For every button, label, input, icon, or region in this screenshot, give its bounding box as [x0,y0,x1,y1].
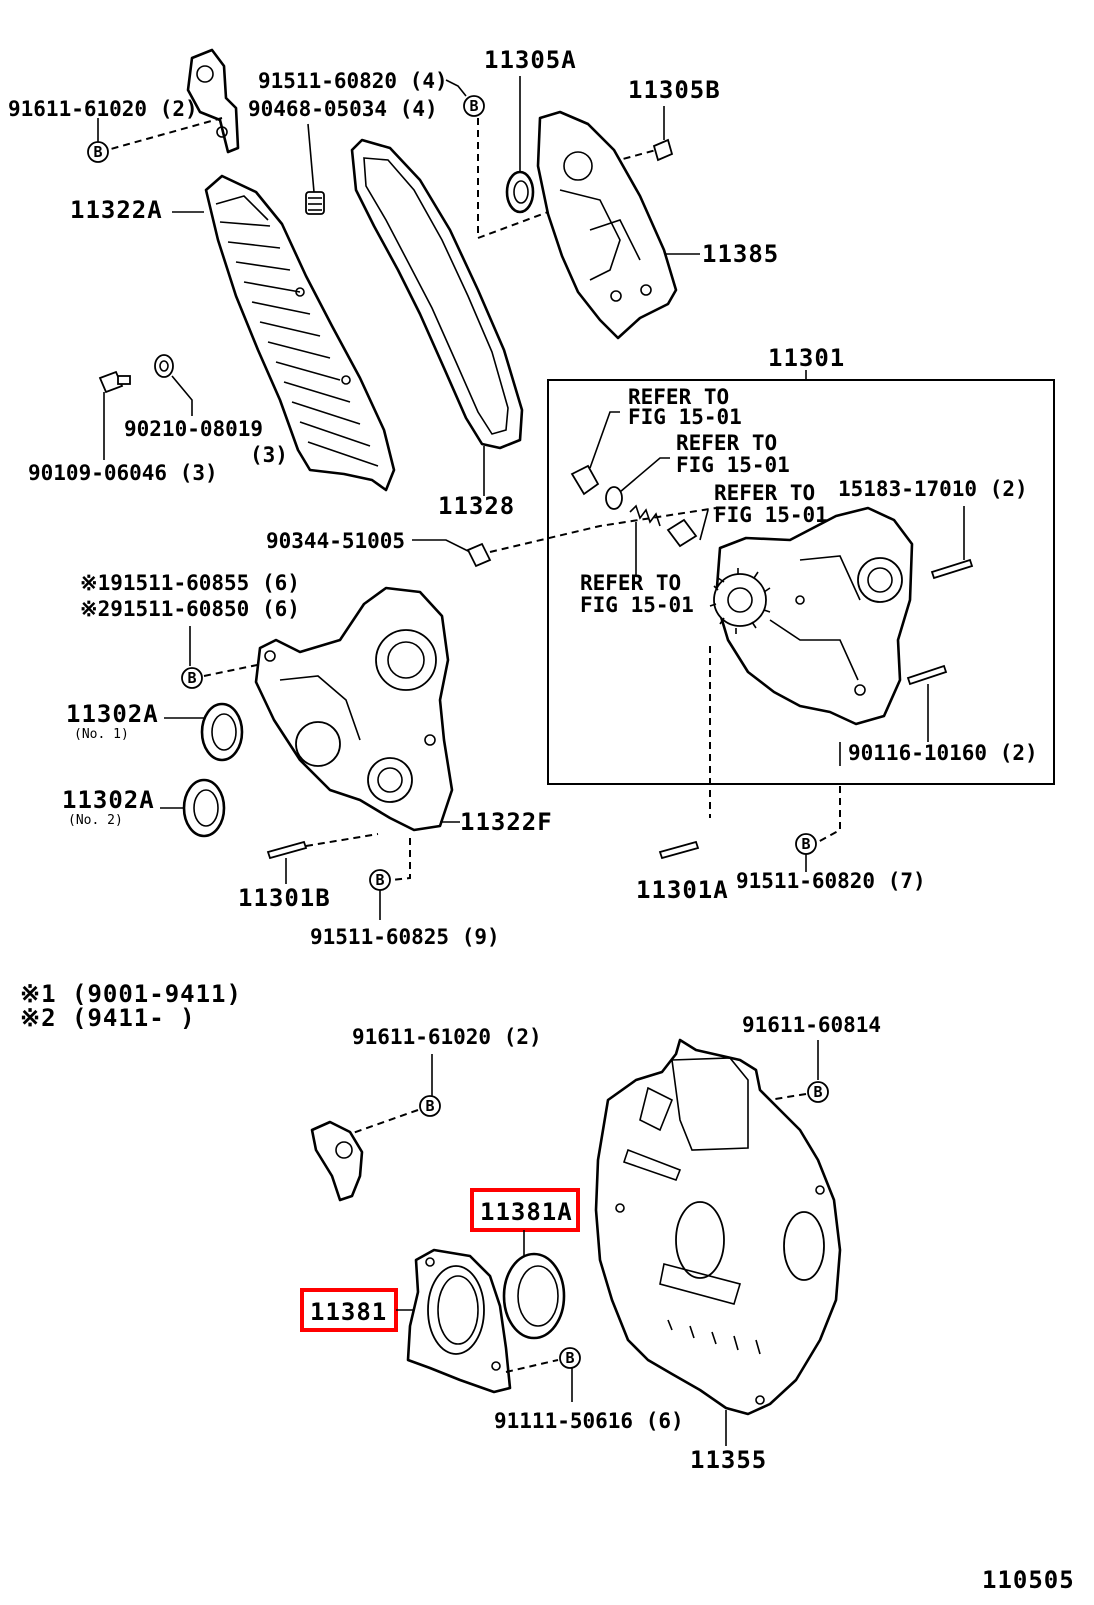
bolt-b-7: B [807,1081,829,1103]
label-90109-06046: 90109-06046 (3) [28,461,218,485]
label-11302A-2-note: (No. 2) [68,813,123,828]
label-11305B: 11305B [628,76,721,104]
bolt-b-3: B [181,667,203,689]
note-2: ※2 (9411- ) [20,1004,196,1032]
label-90210-08019: 90210-08019 [124,417,263,441]
label-refer-4b: FIG 15-01 [580,593,694,617]
end-plate-11355 [594,1038,842,1416]
label-91511-60820-7: 91511-60820 (7) [736,869,926,893]
bolt-90109 [98,370,131,394]
relief-valve-spring [629,504,661,527]
label-91511-60855: ※191511-60855 (6) [80,571,300,595]
label-91511-60850: ※291511-60850 (6) [80,597,300,621]
label-11328: 11328 [438,492,515,520]
pin-11301B [266,840,308,860]
assembly-box-11301 [547,379,1055,785]
label-90210-qty: (3) [250,443,288,467]
bolt-b-8: B [559,1347,581,1369]
label-11322F: 11322F [460,808,553,836]
label-90116-10160: 90116-10160 (2) [848,741,1038,765]
oil-seal-11381A [502,1252,566,1340]
label-91611-61020-bottom: 91611-61020 (2) [352,1025,542,1049]
svg-text:B: B [469,97,478,115]
label-91611-61020-top: 91611-61020 (2) [8,97,198,121]
label-11301A: 11301A [636,876,729,904]
pin-11301A [658,840,700,860]
oil-seal-11302A-1 [200,702,244,762]
timing-cover-11322A [204,174,396,492]
label-11302A-1: 11302A [66,700,159,728]
dash-bracket-top [99,117,223,153]
washer-90210 [154,354,174,378]
stud-upper [930,558,974,580]
timing-cover-11322F [254,586,454,832]
label-90344-51005: 90344-51005 [266,529,405,553]
bolt-b-2: B [463,95,485,117]
label-refer-2a: REFER TO [676,431,777,455]
label-11301B: 11301B [238,884,331,912]
label-15183-17010: 15183-17010 (2) [838,477,1028,501]
bolt-b-4: B [369,869,391,891]
drawing-code: 110505 [982,1566,1075,1594]
note-1: ※1 (9001-9411) [20,980,242,1008]
label-11322A: 11322A [70,196,163,224]
svg-text:B: B [375,871,384,889]
label-refer-1b: FIG 15-01 [628,405,742,429]
svg-text:B: B [813,1083,822,1101]
housing-11385 [536,110,678,340]
seal-retainer-11381 [406,1248,512,1394]
bolt-b-6: B [419,1095,441,1117]
relief-valve-piston [666,518,698,548]
svg-text:B: B [93,143,102,161]
label-refer-3b: FIG 15-01 [714,503,828,527]
label-91111-50616: 91111-50616 (6) [494,1409,684,1433]
label-91611-60814: 91611-60814 [742,1013,881,1037]
label-refer-3a: REFER TO [714,481,815,505]
svg-text:B: B [565,1349,574,1367]
label-11305A: 11305A [484,46,577,74]
clip-90468 [305,191,325,215]
highlight-box-11381A [470,1188,580,1232]
label-90468-05034: 90468-05034 (4) [248,97,438,121]
oil-seal-11302A-2 [182,778,226,838]
oil-pump-housing [709,506,914,726]
svg-text:B: B [425,1097,434,1115]
relief-valve-plug [570,464,600,496]
gasket-11328 [350,138,524,450]
label-11381A: 11381A [480,1198,573,1226]
label-91511-60825: 91511-60825 (9) [310,925,500,949]
label-11302A-2: 11302A [62,786,155,814]
bolt-b-5: B [795,833,817,855]
label-11355: 11355 [690,1446,767,1474]
label-refer-2b: FIG 15-01 [676,453,790,477]
stud-lower [906,664,948,686]
bolt-b-1: B [87,141,109,163]
label-91511-60820-4: 91511-60820 (4) [258,69,448,93]
oil-seal-11305A [505,170,535,214]
relief-valve-washer [605,486,623,510]
pin-11305B [652,138,674,162]
svg-text:B: B [801,835,810,853]
label-11385: 11385 [702,240,779,268]
bracket-top [186,48,240,154]
bracket-bottom [310,1120,364,1202]
label-11302A-1-note: (No. 1) [74,727,129,742]
label-refer-4a: REFER TO [580,571,681,595]
label-11301: 11301 [768,344,845,372]
plug-90344 [466,542,492,568]
label-11381: 11381 [310,1298,387,1326]
label-refer-1a: REFER TO [628,385,729,409]
svg-text:B: B [187,669,196,687]
